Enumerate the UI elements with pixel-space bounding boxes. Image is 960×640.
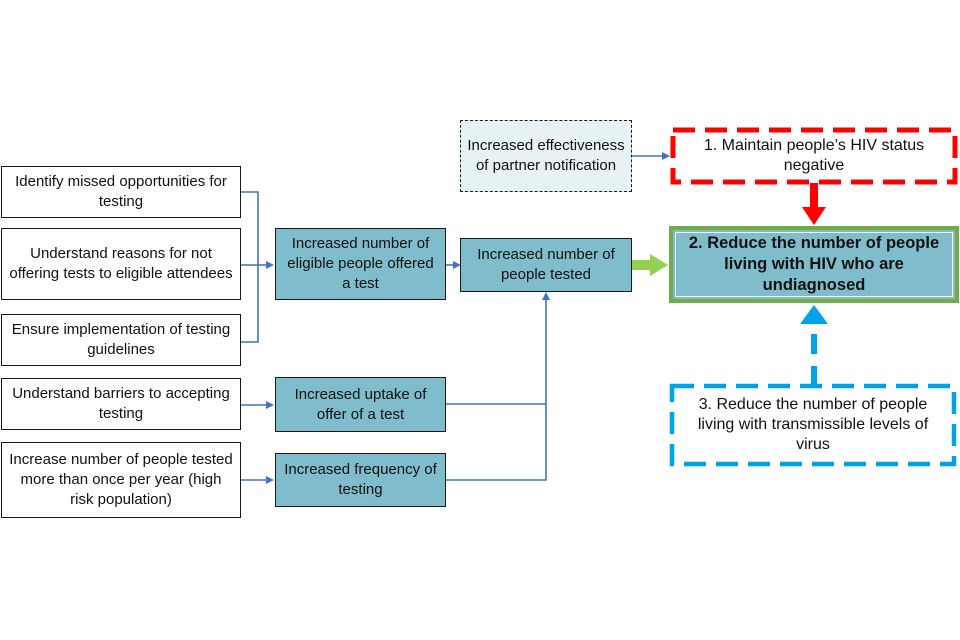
goal-1-label: 1. Maintain people’s HIV status negative bbox=[703, 137, 925, 174]
outcome-offered-test-label: Increased number of eligible people offe… bbox=[287, 235, 434, 292]
goal-1: 1. Maintain people’s HIV status negative bbox=[678, 135, 950, 177]
connector-frequency-to-tested bbox=[446, 292, 550, 481]
action-missed-opportunities-label: Identify missed opportunities for testin… bbox=[15, 173, 227, 210]
action-increase-number: Increase number of people tested more th… bbox=[1, 442, 241, 518]
action-ensure-implementation: Ensure implementation of testing guideli… bbox=[1, 314, 241, 366]
goal1-border bbox=[670, 127, 958, 185]
outcome-partner-notification: Increased effectiveness of partner notif… bbox=[460, 120, 632, 192]
outcome-frequency: Increased frequency of testing bbox=[275, 453, 446, 507]
arrow-goal3-to-goal2-head bbox=[800, 305, 828, 324]
goal-2-label: 2. Reduce the number of people living wi… bbox=[688, 234, 940, 294]
outcome-offered-test: Increased number of eligible people offe… bbox=[275, 228, 446, 300]
goal-3: 3. Reduce the number of people living wi… bbox=[677, 391, 949, 459]
action-understand-barriers-label: Understand barriers to accepting testing bbox=[12, 385, 230, 422]
action-missed-opportunities: Identify missed opportunities for testin… bbox=[1, 166, 241, 218]
outcome-frequency-label: Increased frequency of testing bbox=[284, 461, 437, 498]
goal3-border bbox=[669, 383, 957, 467]
action-ensure-implementation-label: Ensure implementation of testing guideli… bbox=[11, 321, 231, 358]
bracket-connector bbox=[240, 191, 274, 343]
action-understand-barriers: Understand barriers to accepting testing bbox=[1, 378, 241, 430]
action-increase-number-label: Increase number of people tested more th… bbox=[9, 451, 233, 508]
outcome-partner-notification-label: Increased effectiveness of partner notif… bbox=[467, 137, 625, 174]
goal-2: 2. Reduce the number of people living wi… bbox=[669, 226, 959, 303]
outcome-people-tested: Increased number of people tested bbox=[460, 238, 632, 292]
action-understand-reasons: Understand reasons for not offering test… bbox=[1, 228, 241, 300]
arrow-tested-to-goal2 bbox=[632, 254, 668, 276]
action-understand-reasons-label: Understand reasons for not offering test… bbox=[9, 245, 233, 282]
arrow-goal1-to-goal2 bbox=[802, 183, 826, 225]
outcome-uptake-label: Increased uptake of offer of a test bbox=[294, 385, 427, 423]
goal-3-label: 3. Reduce the number of people living wi… bbox=[697, 396, 929, 453]
outcome-people-tested-label: Increased number of people tested bbox=[477, 246, 615, 283]
outcome-uptake: Increased uptake of offer of a test bbox=[275, 377, 446, 432]
